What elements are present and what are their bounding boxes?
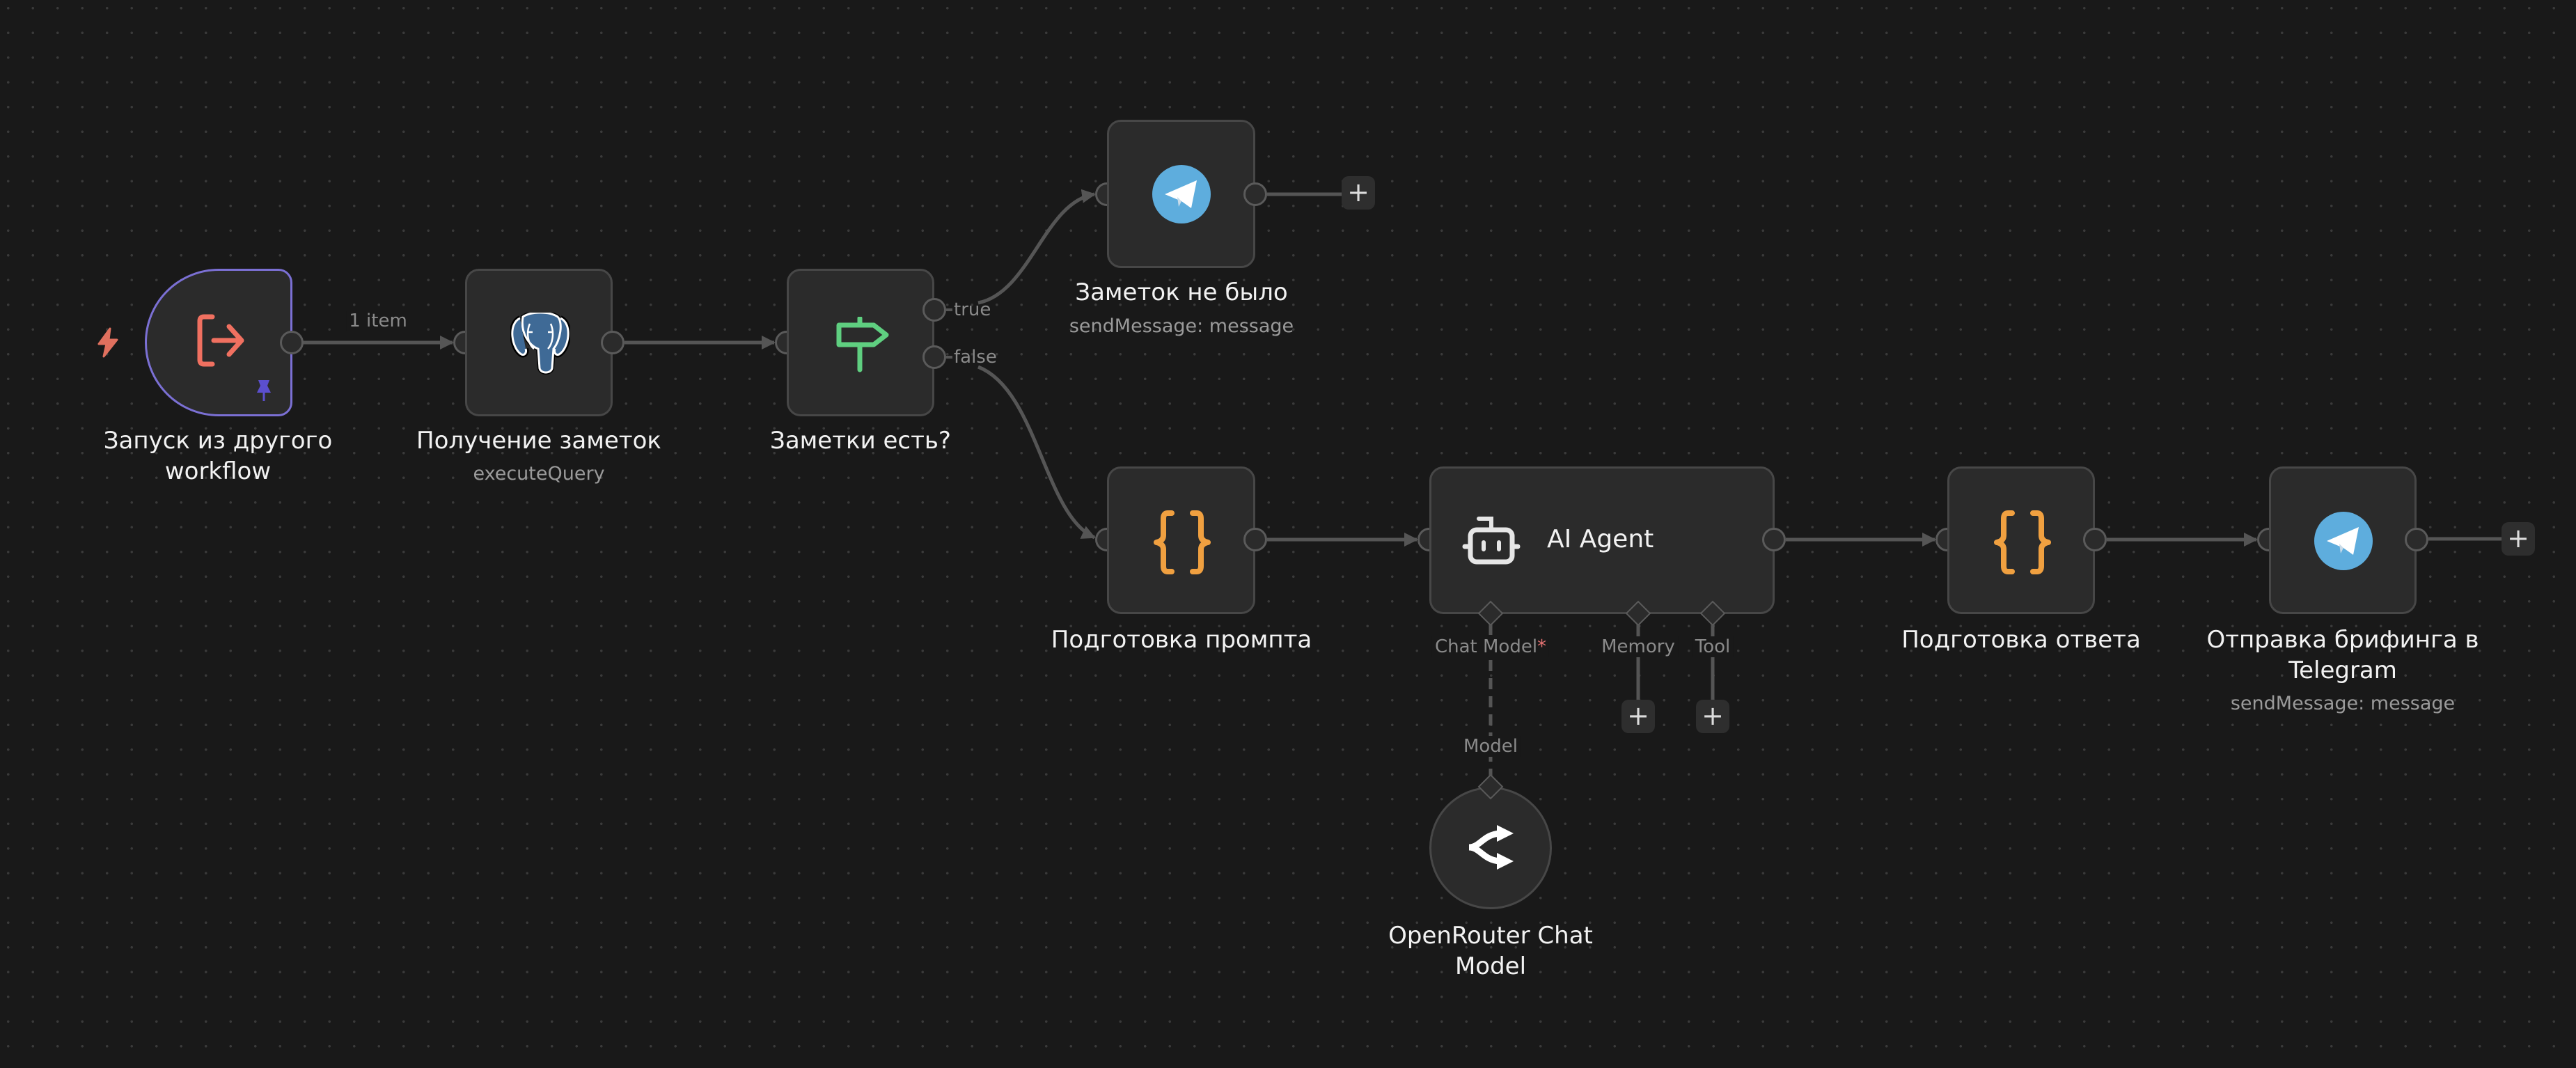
telegram-empty-output-handle[interactable] <box>1243 182 1267 206</box>
edge-item-count: 1 item <box>346 311 410 331</box>
telegram-icon <box>1152 165 1211 226</box>
edge-if-false-code[interactable] <box>977 365 1096 540</box>
openrouter-icon <box>1466 822 1516 875</box>
openrouter-output-label: Model <box>1460 736 1521 757</box>
node-telegram-send-subtitle: sendMessage: message <box>2230 693 2456 714</box>
node-openrouter-label: OpenRouter Chat Model <box>1388 922 1593 980</box>
if-false-output-label: false <box>954 347 997 368</box>
node-telegram-empty-subtitle: sendMessage: message <box>1069 315 1294 337</box>
node-postgres-subtitle: executeQuery <box>473 463 605 485</box>
agent-title: AI Agent <box>1547 525 1654 553</box>
node-postgres[interactable] <box>465 269 613 416</box>
agent-chat-model-label: Chat Model* <box>1431 636 1550 657</box>
postgres-elephant-icon <box>509 311 572 378</box>
node-if[interactable] <box>787 269 934 416</box>
telegram-send-output-handle[interactable] <box>2405 528 2428 551</box>
agent-memory-label: Memory <box>1599 636 1678 657</box>
node-code-prompt[interactable] <box>1107 466 1255 614</box>
add-node-button[interactable]: + <box>1342 176 1375 210</box>
sign-out-arrow-icon <box>194 313 247 371</box>
edge-if-true-telegram[interactable] <box>977 189 1096 305</box>
node-code-answer[interactable] <box>1947 466 2095 614</box>
node-ai-agent[interactable]: AI Agent <box>1429 466 1775 614</box>
postgres-output-handle[interactable] <box>601 331 625 354</box>
if-true-output-handle[interactable] <box>922 298 946 322</box>
curly-braces-icon <box>1151 509 1214 579</box>
node-openrouter[interactable] <box>1429 787 1552 909</box>
agent-tool-label: Tool <box>1692 636 1734 657</box>
if-false-output-handle[interactable] <box>922 345 946 369</box>
code-prompt-output-handle[interactable] <box>1243 528 1267 551</box>
required-asterisk: * <box>1537 636 1547 657</box>
node-trigger[interactable] <box>145 269 292 416</box>
add-memory-button[interactable]: + <box>1621 700 1655 733</box>
add-tool-button[interactable]: + <box>1696 700 1729 733</box>
code-answer-output-handle[interactable] <box>2083 528 2107 551</box>
agent-output-handle[interactable] <box>1762 528 1786 551</box>
trigger-output-handle[interactable] <box>280 331 304 354</box>
robot-icon <box>1462 516 1521 569</box>
node-telegram-empty[interactable] <box>1107 120 1255 268</box>
if-true-output-label: true <box>954 299 991 320</box>
node-telegram-send-label: Отправка брифинга в Telegram <box>2206 626 2479 684</box>
node-postgres-label: Получение заметок <box>416 427 661 455</box>
pin-icon <box>255 379 273 405</box>
add-node-button-end[interactable]: + <box>2502 522 2535 556</box>
node-trigger-label: Запуск из другого workflow <box>103 427 333 485</box>
node-code-prompt-label: Подготовка промпта <box>1051 626 1312 654</box>
node-code-answer-label: Подготовка ответа <box>1901 626 2141 654</box>
telegram-icon <box>2314 512 2373 573</box>
node-telegram-empty-label: Заметок не было <box>1075 278 1288 306</box>
signpost-icon <box>833 315 892 375</box>
lightning-bolt-icon <box>96 327 120 361</box>
curly-braces-icon <box>1991 509 2054 579</box>
node-if-label: Заметки есть? <box>770 427 951 455</box>
node-telegram-send[interactable] <box>2269 466 2417 614</box>
